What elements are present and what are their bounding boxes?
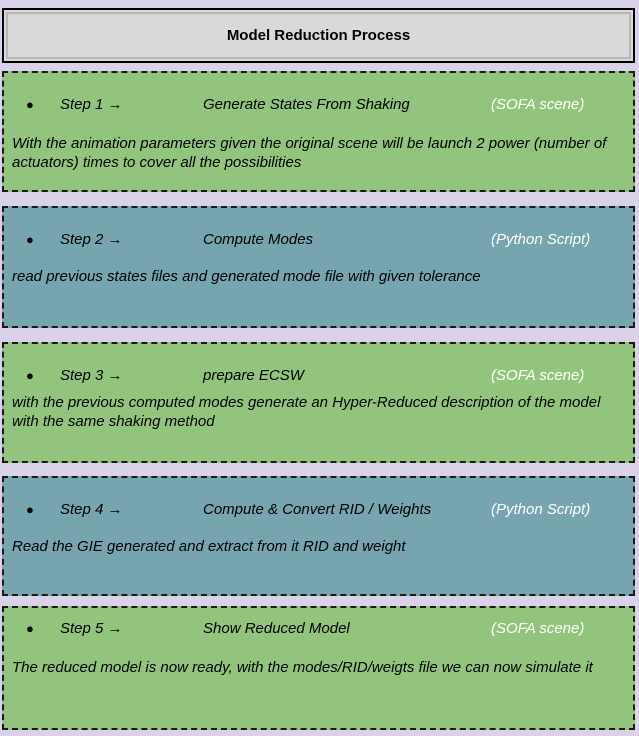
step-5-tool: (SOFA scene) [491,620,585,637]
step-5-description: The reduced model is now ready, with the… [12,659,593,676]
bullet-icon: ● [26,621,34,636]
step-4-description: Read the GIE generated and extract from … [12,538,406,555]
step-1-tool: (SOFA scene) [491,96,585,113]
step-3-box: ● Step 3 → prepare ECSW (SOFA scene) wit… [2,342,635,463]
step-4-heading: ● Step 4 → Compute & Convert RID / Weigh… [4,500,633,520]
step-2-label: Step 2 → [60,231,123,248]
step-3-tool: (SOFA scene) [491,367,585,384]
step-5-box: ● Step 5 → Show Reduced Model (SOFA scen… [2,606,635,730]
step-2-tool: (Python Script) [491,231,591,248]
step-1-label: Step 1 → [60,96,123,113]
step-1-description: With the animation parameters given the … [12,135,607,171]
step-1-heading: ● Step 1 → Generate States From Shaking … [4,95,633,115]
step-4-label: Step 4 → [60,501,123,518]
step-5-heading: ● Step 5 → Show Reduced Model (SOFA scen… [4,619,633,639]
step-3-heading: ● Step 3 → prepare ECSW (SOFA scene) [4,366,633,386]
step-2-box: ● Step 2 → Compute Modes (Python Script)… [2,206,635,328]
step-2-description: read previous states files and generated… [12,268,481,285]
step-3-description: with the previous computed modes generat… [12,394,601,430]
step-3-title: prepare ECSW [203,367,304,384]
step-3-label: Step 3 → [60,367,123,384]
bullet-icon: ● [26,368,34,383]
step-4-box: ● Step 4 → Compute & Convert RID / Weigh… [2,476,635,596]
step-2-title: Compute Modes [203,231,314,248]
step-1-box: ● Step 1 → Generate States From Shaking … [2,71,635,192]
step-5-label: Step 5 → [60,620,123,637]
bullet-icon: ● [26,97,34,112]
process-header: Model Reduction Process [2,8,635,63]
step-1-title: Generate States From Shaking [203,96,410,113]
step-5-title: Show Reduced Model [203,620,350,637]
process-title: Model Reduction Process [226,27,411,44]
step-4-tool: (Python Script) [491,501,591,518]
bullet-icon: ● [26,232,34,247]
step-2-heading: ● Step 2 → Compute Modes (Python Script) [4,230,633,250]
bullet-icon: ● [26,502,34,517]
step-4-title: Compute & Convert RID / Weights [203,501,432,518]
